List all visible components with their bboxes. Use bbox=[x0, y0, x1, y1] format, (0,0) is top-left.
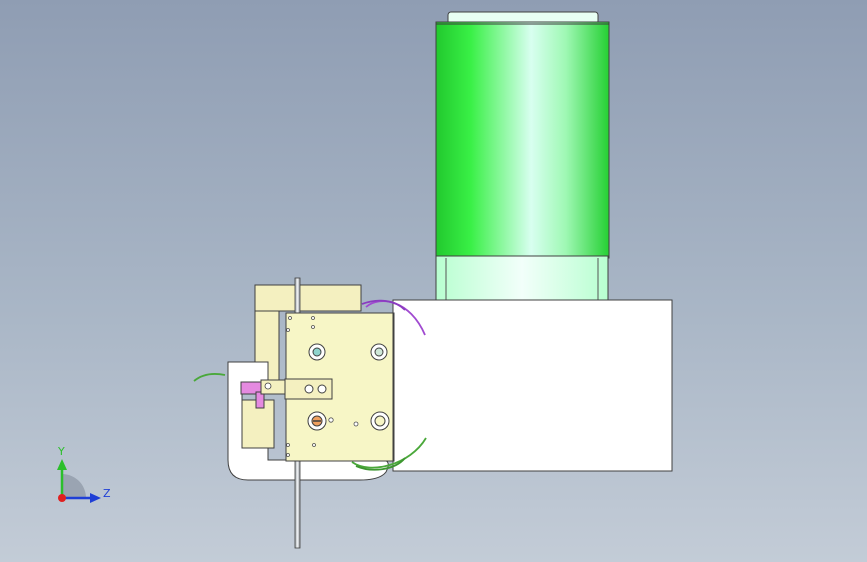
hole bbox=[286, 443, 290, 447]
bolt-bottom-right[interactable] bbox=[370, 411, 390, 431]
z-axis-label: Z bbox=[103, 487, 111, 500]
green-wire-bottom bbox=[351, 437, 427, 469]
wires bbox=[193, 299, 427, 471]
hole bbox=[311, 316, 315, 320]
y-axis-label: Y bbox=[57, 445, 65, 458]
bolt-top-left[interactable] bbox=[308, 343, 326, 361]
clamp-hole-right bbox=[317, 384, 327, 394]
hole bbox=[286, 453, 290, 457]
hole bbox=[353, 421, 359, 427]
hole bbox=[328, 417, 334, 423]
motor-body[interactable] bbox=[435, 21, 610, 259]
bolt-top-right[interactable] bbox=[370, 343, 388, 361]
pink-clamp[interactable] bbox=[240, 379, 286, 409]
z-axis-arrow bbox=[90, 493, 101, 503]
housing-block[interactable] bbox=[392, 299, 673, 472]
hole bbox=[288, 316, 292, 320]
bolt-bottom-left[interactable] bbox=[307, 411, 327, 431]
x-axis-dot bbox=[58, 494, 66, 502]
clamp-block bbox=[260, 379, 286, 395]
purple-wire-2 bbox=[361, 299, 406, 311]
y-axis-arrow bbox=[57, 459, 67, 470]
axis-triad: Y Z bbox=[57, 445, 111, 503]
clamp-block-hole bbox=[264, 382, 272, 390]
motor-neck bbox=[435, 255, 609, 301]
green-wire-bottom-2 bbox=[355, 457, 406, 471]
hole bbox=[312, 443, 316, 447]
triad-quarter-disc bbox=[62, 474, 86, 498]
back-bracket[interactable] bbox=[254, 284, 362, 312]
green-wire-left bbox=[193, 373, 226, 382]
clamp-hole-left bbox=[304, 384, 314, 394]
bolt-inner bbox=[312, 347, 322, 357]
motor-assembly[interactable] bbox=[435, 11, 610, 301]
bolt-inner bbox=[374, 415, 386, 427]
hole bbox=[311, 325, 315, 329]
bolt-inner bbox=[374, 347, 384, 357]
hole bbox=[286, 328, 290, 332]
pink-clamp-stem bbox=[255, 391, 265, 409]
